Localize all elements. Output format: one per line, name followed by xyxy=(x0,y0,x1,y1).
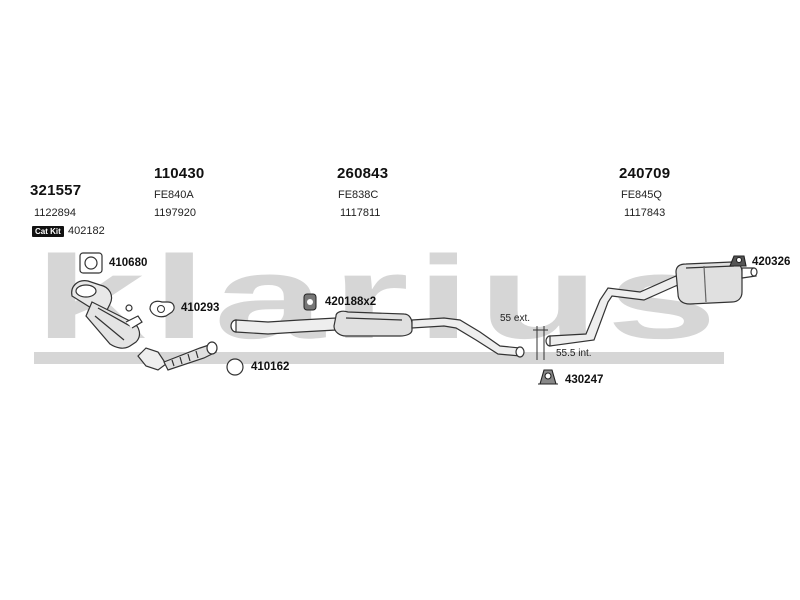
group-main-110430: 110430 xyxy=(154,165,205,182)
part-label-gasket-oval: 410293 xyxy=(181,302,220,314)
group-sub-FE845Q: FE845Q xyxy=(621,189,662,201)
clamp-icon xyxy=(538,369,558,385)
part-label-clamp: 430247 xyxy=(565,374,604,386)
group-main-240709: 240709 xyxy=(619,165,671,182)
group-main-260843: 260843 xyxy=(337,165,389,182)
oval-gasket-icon xyxy=(149,300,175,318)
watermark-logo: klarius xyxy=(34,232,724,364)
rubber-mount-icon xyxy=(303,293,317,311)
middle-silencer-icon xyxy=(230,310,525,358)
part-label-ring: 410162 xyxy=(251,361,290,373)
group-sub-1197920: 1197920 xyxy=(154,207,197,219)
group-sub-FE838C: FE838C xyxy=(338,189,379,201)
group-sub-FE840A: FE840A xyxy=(154,189,194,201)
part-label-gasket-square: 410680 xyxy=(109,257,148,269)
note-ext: 55 ext. xyxy=(500,313,531,324)
part-label-mount-front: 420188x2 xyxy=(325,296,377,308)
cat-kit-badge: Cat Kit xyxy=(32,226,64,237)
ring-gasket-icon xyxy=(226,358,244,376)
square-gasket-icon xyxy=(79,252,103,274)
catalytic-converter-icon xyxy=(71,280,143,349)
front-pipe-icon xyxy=(137,341,218,371)
svg-text:klarius: klarius xyxy=(34,232,724,364)
group-main-321557: 321557 xyxy=(30,182,82,199)
joint-dimension-marks xyxy=(533,326,548,360)
rear-silencer-icon xyxy=(545,261,758,347)
part-label-mount-rear: 420326 xyxy=(752,256,791,268)
note-int: 55.5 int. xyxy=(556,348,592,359)
group-sub-1122894: 1122894 xyxy=(34,207,77,219)
rear-mount-icon xyxy=(729,255,747,267)
group-sub-1117843: 1117843 xyxy=(624,207,666,219)
cat-kit-number: 402182 xyxy=(68,225,105,237)
group-sub-1117811: 1117811 xyxy=(340,207,381,219)
